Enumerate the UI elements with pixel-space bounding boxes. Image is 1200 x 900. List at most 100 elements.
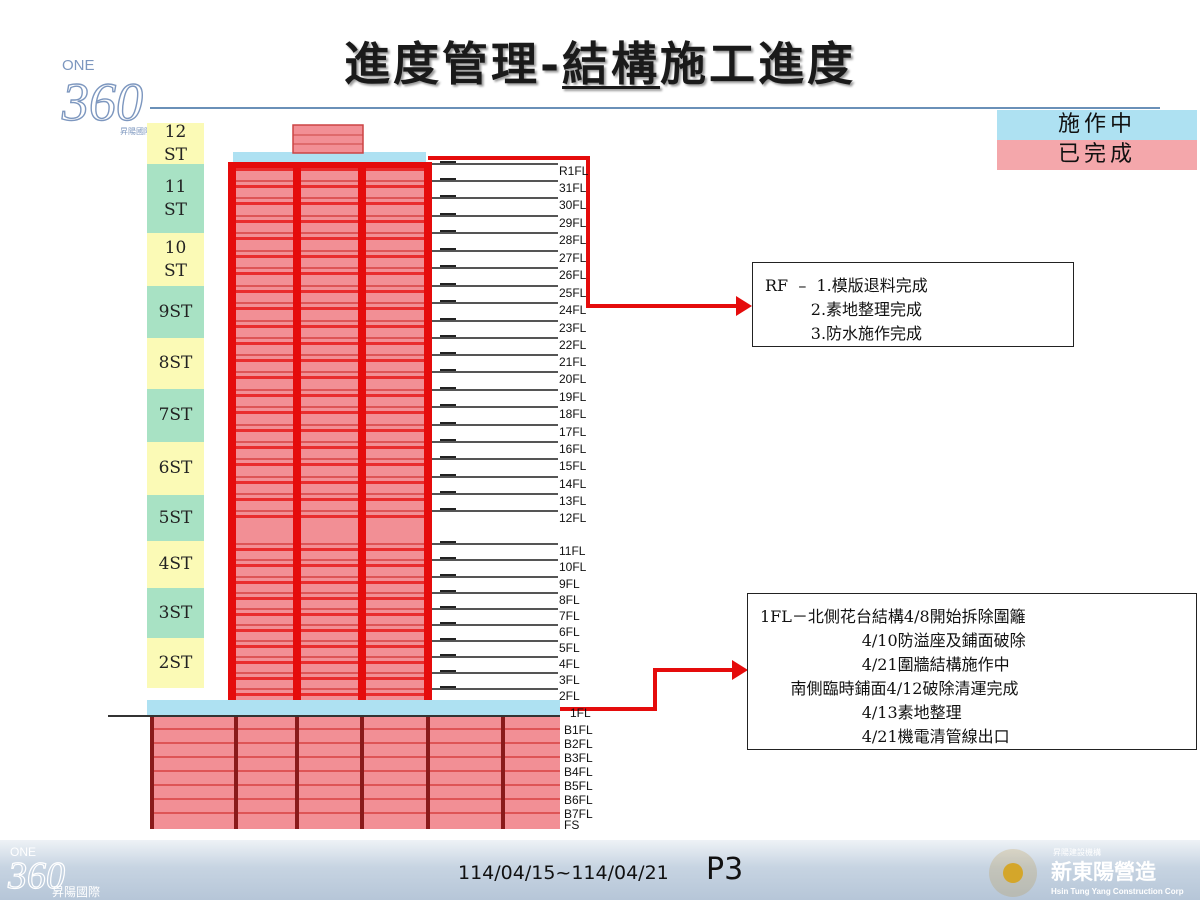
- floor-label: 13FL: [559, 494, 587, 508]
- tower-band: [232, 515, 428, 518]
- st-label: 11 ST: [147, 164, 204, 233]
- note-1fl-line: 4/13素地整理: [760, 703, 962, 722]
- building-structure: [108, 124, 560, 829]
- floor-label: 9FL: [559, 577, 580, 591]
- footer-logo-one: ONE: [10, 845, 36, 859]
- floor-label: 23FL: [559, 321, 587, 335]
- floor-label: B5FL: [564, 779, 593, 793]
- st-label: 7ST: [147, 389, 204, 442]
- floor-label: 25FL: [559, 286, 587, 300]
- company-logo: 昇陽建設機構 新東陽營造 Hsin Tung Yang Construction…: [989, 847, 1184, 897]
- floor-label: 16FL: [559, 442, 587, 456]
- floor-label: 8FL: [559, 593, 580, 607]
- floor-label: 2FL: [559, 689, 580, 703]
- st-label: 3ST: [147, 588, 204, 638]
- tower-band: [232, 645, 428, 648]
- floor-label: 18FL: [559, 407, 587, 421]
- tower-band: [232, 548, 428, 551]
- floor-label: 6FL: [559, 625, 580, 639]
- footer-logo-name: 昇陽國際: [52, 885, 100, 899]
- tower-band: [232, 429, 428, 432]
- footer-bar: [0, 840, 1200, 900]
- legend-completed: 已完成: [997, 140, 1197, 170]
- floor-label: B4FL: [564, 765, 593, 779]
- floor-label: FS: [564, 818, 580, 832]
- note-rf-line: 2.素地整理完成: [765, 300, 923, 319]
- floor-label: 1FL: [570, 706, 591, 720]
- note-rf-line: RF – 1.模版退料完成: [765, 276, 928, 295]
- tower-band: [232, 220, 428, 223]
- floor-label: 12FL: [559, 511, 587, 525]
- tower-band: [232, 376, 428, 379]
- note-rf-line: 3.防水施作完成: [765, 324, 923, 343]
- basement-body: [150, 716, 560, 829]
- tower-band: [232, 463, 428, 466]
- callout-arrows: [428, 156, 752, 711]
- one360-logo: ONE 360 昇陽國際: [60, 57, 152, 136]
- legend-in-progress: 施作中: [997, 110, 1197, 140]
- st-label: 9ST: [147, 286, 204, 338]
- page-number: P3: [706, 852, 744, 887]
- floor-label: 29FL: [559, 216, 587, 230]
- note-rf: RF – 1.模版退料完成 2.素地整理完成 3.防水施作完成: [752, 262, 1074, 347]
- tower-column: [424, 162, 432, 707]
- st-label: 12 ST: [147, 122, 204, 165]
- page-title: 進度管理-結構施工進度: [343, 37, 857, 91]
- floor-label: 20FL: [559, 372, 587, 386]
- tower-band: [232, 446, 428, 449]
- floor-label: B1FL: [564, 723, 593, 737]
- floor-label: R1FL: [559, 164, 589, 178]
- floor-lines: [430, 161, 558, 690]
- date-range: 114/04/15~114/04/21: [458, 862, 669, 884]
- tower-completed-body: [232, 165, 428, 705]
- floor-label: 4FL: [559, 657, 580, 671]
- st-label: 2ST: [147, 638, 204, 688]
- 1fl-callout-line: [560, 668, 738, 711]
- tower-band: [232, 498, 428, 501]
- floor-label: B2FL: [564, 737, 593, 751]
- floor-label: 15FL: [559, 459, 587, 473]
- tower-band: [232, 325, 428, 328]
- floor-label: 31FL: [559, 181, 587, 195]
- basement-column: [426, 716, 430, 829]
- tower-band: [232, 677, 428, 680]
- floor-label: 11FL: [559, 544, 586, 558]
- tower-band: [232, 481, 428, 484]
- basement-column: [295, 716, 299, 829]
- note-1fl-line: 南側臨時鋪面4/12破除清運完成: [760, 679, 1019, 698]
- floor-label: 7FL: [559, 609, 580, 623]
- basement-column: [501, 716, 505, 829]
- floor-label: 14FL: [559, 477, 587, 491]
- sun-rays-icon: [989, 849, 1037, 897]
- company-small-text: 昇陽建設機構: [1053, 847, 1101, 857]
- footer-logo-number: 360: [7, 855, 65, 897]
- floor-label: 22FL: [559, 338, 587, 352]
- tower-band: [232, 237, 428, 240]
- floor-label: B6FL: [564, 793, 593, 807]
- tower-band: [232, 629, 428, 632]
- note-1fl-line: 4/21機電清管線出口: [760, 727, 1010, 746]
- tower-band: [232, 168, 428, 171]
- st-label: 6ST: [147, 442, 204, 495]
- floor-label: 27FL: [559, 251, 587, 265]
- floor-label: 17FL: [559, 425, 587, 439]
- floor-label: 21FL: [559, 355, 587, 369]
- tower-band: [232, 290, 428, 293]
- st-label: 8ST: [147, 338, 204, 389]
- tower-column: [228, 162, 236, 707]
- tower-column: [358, 162, 366, 707]
- floor-label: 3FL: [559, 673, 580, 687]
- tower-top-beam: [228, 162, 432, 168]
- floor-label: 28FL: [559, 233, 587, 247]
- logo-number-text: 360: [61, 72, 143, 132]
- tower-band: [232, 342, 428, 345]
- footer-logo: ONE 360 昇陽國際: [6, 845, 100, 899]
- roof-in-progress: [233, 152, 426, 162]
- penthouse: [292, 124, 364, 154]
- tower-band: [232, 661, 428, 664]
- company-name-text: 新東陽營造: [1051, 859, 1157, 884]
- tower-band: [232, 693, 428, 696]
- tower-band: [232, 202, 428, 205]
- tower-band: [232, 272, 428, 275]
